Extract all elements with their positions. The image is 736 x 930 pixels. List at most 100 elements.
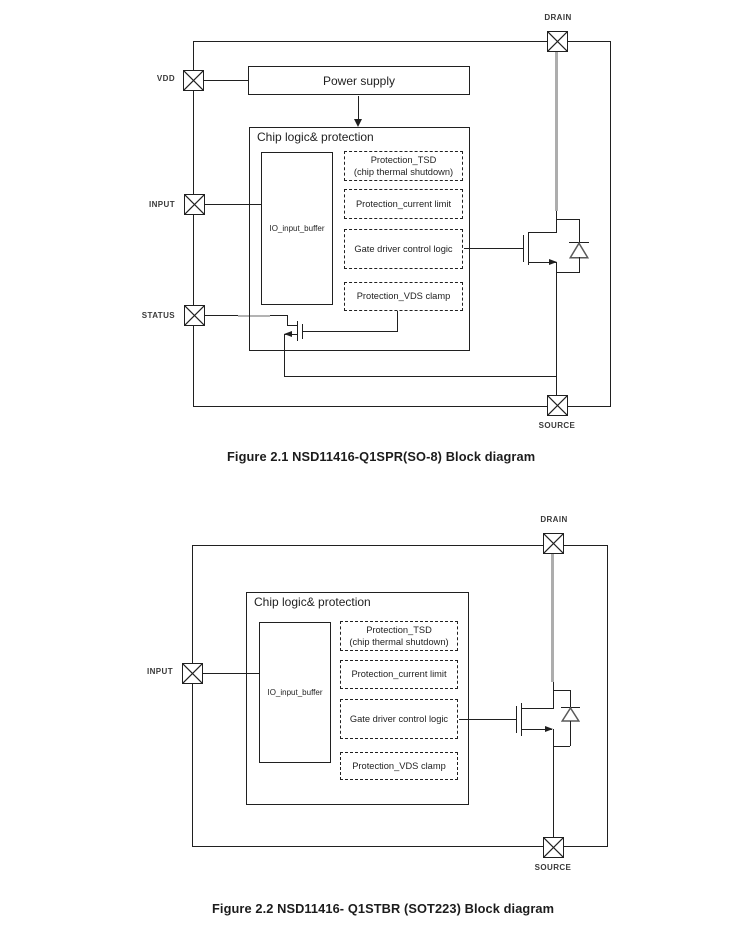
wire	[203, 673, 259, 675]
wire	[552, 746, 570, 748]
wire	[569, 720, 571, 746]
chip-logic-label: Chip logic& protection	[254, 595, 371, 609]
power-supply-block: Power supply	[248, 66, 470, 95]
pin-source	[543, 837, 564, 858]
wire	[569, 690, 571, 707]
wire	[556, 206, 558, 220]
wire	[464, 248, 523, 250]
wire	[552, 729, 554, 838]
protection-tsd-label: Protection_TSD (chip thermal shutdown)	[354, 154, 453, 178]
wire	[284, 376, 557, 378]
protection-current-limit-block: Protection_current limit	[344, 189, 463, 219]
tsd-subtitle: (chip thermal shutdown)	[353, 167, 454, 177]
pin-input	[184, 194, 205, 215]
pin-vdd	[183, 70, 204, 91]
wire	[529, 262, 556, 264]
mosfet-gate-bar	[523, 235, 525, 262]
io-input-buffer-label: IO_input_buffer	[269, 224, 325, 233]
pin-status	[184, 305, 205, 326]
wire	[358, 96, 360, 120]
wire	[287, 315, 289, 325]
drain-wire-gray	[551, 554, 554, 682]
chip-logic-block	[249, 127, 470, 351]
wire	[284, 334, 286, 376]
source-label: SOURCE	[534, 863, 572, 872]
wire	[192, 846, 608, 848]
pin-input	[182, 663, 203, 684]
wire	[529, 232, 557, 234]
current-limit-label: Protection_current limit	[355, 198, 452, 209]
arrowhead-down	[354, 119, 362, 127]
protection-vds-clamp-block: Protection_VDS clamp	[344, 282, 463, 311]
wire	[552, 690, 554, 709]
chip-logic-label: Chip logic& protection	[257, 130, 374, 144]
source-label: SOURCE	[538, 421, 576, 430]
wire	[303, 331, 397, 333]
protection-tsd-label: Protection_TSD (chip thermal shutdown)	[349, 624, 448, 648]
status-label: STATUS	[141, 311, 175, 320]
io-input-buffer-block: IO_input_buffer	[259, 622, 331, 763]
wire	[193, 405, 611, 407]
protection-tsd-block: Protection_TSD (chip thermal shutdown)	[344, 151, 463, 181]
arrowhead-left	[283, 330, 292, 337]
wire	[556, 219, 558, 233]
tsd-subtitle: (chip thermal shutdown)	[349, 637, 449, 647]
protection-tsd-block: Protection_TSD (chip thermal shutdown)	[340, 621, 458, 651]
wire	[193, 41, 611, 43]
gate-driver-block: Gate driver control logic	[340, 699, 458, 739]
vdd-label: VDD	[156, 74, 175, 83]
current-limit-label: Protection_current limit	[351, 669, 447, 680]
arrowhead-right	[548, 258, 557, 265]
wire	[192, 545, 608, 547]
vds-clamp-label: Protection_VDS clamp	[352, 760, 446, 771]
wire	[397, 311, 399, 332]
wire	[287, 324, 298, 326]
wire	[556, 272, 579, 274]
wire	[205, 204, 261, 206]
wire	[609, 41, 611, 406]
wire	[578, 257, 580, 273]
wire	[522, 708, 553, 710]
wire	[556, 219, 579, 221]
pin-drain	[547, 31, 568, 52]
vds-clamp-label: Protection_VDS clamp	[356, 291, 451, 302]
wire	[459, 719, 516, 721]
drain-wire-gray	[555, 52, 558, 211]
io-input-buffer-block: IO_input_buffer	[261, 152, 333, 305]
chip-logic-block	[246, 592, 469, 805]
mosfet-channel-bar	[528, 232, 530, 265]
pin-drain	[543, 533, 564, 554]
status-transistor-channel	[297, 321, 299, 341]
wire	[204, 80, 248, 82]
drain-label: DRAIN	[540, 515, 568, 524]
wire	[522, 729, 552, 731]
wire	[578, 219, 580, 243]
gate-driver-label: Gate driver control logic	[349, 713, 449, 724]
wire	[552, 690, 570, 692]
figure-2-2-caption: Figure 2.2 NSD11416- Q1STBR (SOT223) Blo…	[212, 901, 555, 916]
io-input-buffer-label: IO_input_buffer	[267, 688, 323, 697]
drain-label: DRAIN	[544, 13, 572, 22]
input-label: INPUT	[149, 200, 175, 209]
mosfet-channel-bar	[521, 703, 523, 736]
wire	[556, 262, 558, 396]
protection-current-limit-block: Protection_current limit	[340, 660, 458, 689]
wire	[193, 41, 195, 406]
wire	[552, 678, 554, 690]
tsd-title: Protection_TSD	[370, 154, 437, 165]
input-label: INPUT	[147, 667, 173, 676]
gate-driver-label: Gate driver control logic	[354, 243, 453, 254]
mosfet-gate-bar	[516, 706, 518, 733]
status-transistor-gate	[301, 324, 303, 339]
gate-driver-block: Gate driver control logic	[344, 229, 463, 269]
protection-vds-clamp-block: Protection_VDS clamp	[340, 752, 458, 780]
pin-source	[547, 395, 568, 416]
figure-2-1-caption: Figure 2.1 NSD11416-Q1SPR(SO-8) Block di…	[227, 449, 536, 464]
wire	[606, 545, 608, 847]
wire-gray-segment	[238, 315, 270, 317]
arrowhead-right	[545, 725, 553, 732]
tsd-title: Protection_TSD	[366, 624, 432, 635]
